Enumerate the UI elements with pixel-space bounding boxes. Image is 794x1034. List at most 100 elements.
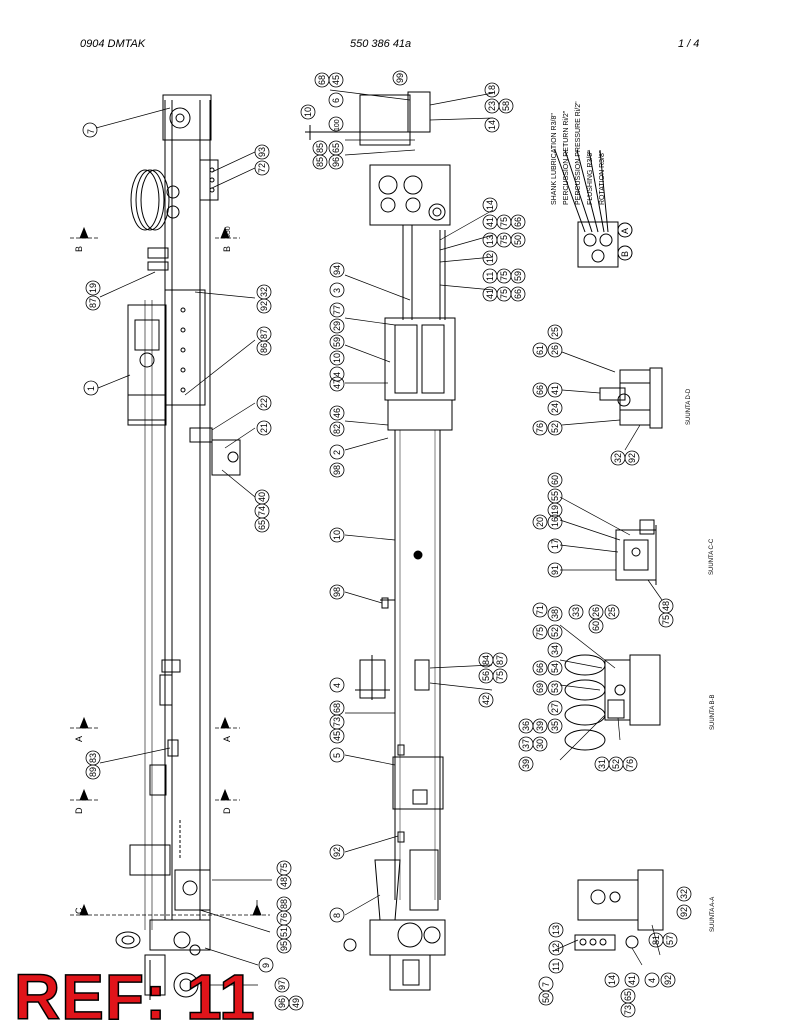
callout: 60 xyxy=(588,618,604,634)
callout: 87 xyxy=(492,652,508,668)
svg-text:47: 47 xyxy=(332,379,342,389)
svg-text:86: 86 xyxy=(259,343,269,353)
callout: 88 xyxy=(276,896,292,912)
callout: 23 xyxy=(484,98,500,114)
svg-text:94: 94 xyxy=(332,265,342,275)
callout: 59 xyxy=(329,334,345,350)
port-block-view xyxy=(554,149,633,268)
callout: 72 xyxy=(254,160,270,176)
section-letter-c-left: C xyxy=(74,907,84,914)
callout: 45 xyxy=(328,72,344,88)
svg-text:97: 97 xyxy=(277,980,287,990)
section-title-bb: SUUNTA B-B xyxy=(710,694,716,730)
callout: 41 xyxy=(482,286,498,302)
callout: 96 xyxy=(328,154,344,170)
svg-text:54: 54 xyxy=(550,663,560,673)
callout: 83 xyxy=(85,750,101,766)
section-letter-b-left: B xyxy=(74,246,84,252)
callout: 82 xyxy=(329,421,345,437)
callout: 97 xyxy=(274,977,290,993)
svg-text:14: 14 xyxy=(485,200,495,210)
callout: 1 xyxy=(83,380,99,396)
callout: 39 xyxy=(518,756,534,772)
svg-text:98: 98 xyxy=(332,587,342,597)
callout: 53 xyxy=(547,680,563,696)
svg-text:55: 55 xyxy=(550,491,560,501)
leader-lines xyxy=(95,89,663,986)
svg-text:7: 7 xyxy=(541,982,551,987)
callout: 74 xyxy=(254,503,270,519)
callout: 55 xyxy=(547,488,563,504)
svg-text:68: 68 xyxy=(332,703,342,713)
callout: 27 xyxy=(547,700,563,716)
callout: 92 xyxy=(256,298,272,314)
port-letter-a: A xyxy=(620,228,630,234)
svg-text:89: 89 xyxy=(88,767,98,777)
callout: 50 xyxy=(510,232,526,248)
port-label-percussion-return: PERCUSSION RETURN Ri/2" xyxy=(563,110,570,205)
svg-text:68: 68 xyxy=(317,75,327,85)
callout: 8 xyxy=(329,907,345,923)
section-titles: SUUNTA D-D SUUNTA C-C SUUNTA B-B SUUNTA … xyxy=(686,388,716,932)
svg-text:4: 4 xyxy=(647,978,657,983)
section-markers-left xyxy=(70,226,270,916)
svg-text:46: 46 xyxy=(332,408,342,418)
svg-text:59: 59 xyxy=(332,337,342,347)
svg-text:26: 26 xyxy=(550,345,560,355)
callout: 35 xyxy=(547,718,563,734)
callout: 71 xyxy=(532,602,548,618)
callout: 76 xyxy=(532,420,548,436)
callout: 98 xyxy=(329,584,345,600)
callout: 30 xyxy=(532,736,548,752)
callout: 92 xyxy=(660,972,676,988)
svg-text:95: 95 xyxy=(279,941,289,951)
callout: 18 xyxy=(484,82,500,98)
callout: 42 xyxy=(478,692,494,708)
callout: 75 xyxy=(496,214,512,230)
svg-text:88: 88 xyxy=(279,899,289,909)
svg-text:23: 23 xyxy=(487,101,497,111)
callout: 12 xyxy=(548,940,564,956)
left-boom-view xyxy=(115,94,241,1000)
callout: 66 xyxy=(510,286,526,302)
callout: 92 xyxy=(676,904,692,920)
callout: 31 xyxy=(594,756,610,772)
callout: 50 xyxy=(538,990,554,1006)
svg-text:53: 53 xyxy=(550,683,560,693)
svg-text:41: 41 xyxy=(550,385,560,395)
svg-text:36: 36 xyxy=(521,721,531,731)
svg-text:85: 85 xyxy=(315,157,325,167)
section-cc-view xyxy=(615,519,657,585)
callout: 73 xyxy=(329,714,345,730)
callout: 66 xyxy=(510,214,526,230)
callout: 34 xyxy=(547,642,563,658)
svg-text:65: 65 xyxy=(331,143,341,153)
svg-text:16: 16 xyxy=(550,517,560,527)
svg-text:66: 66 xyxy=(535,663,545,673)
callout: 84 xyxy=(478,652,494,668)
callout: 48 xyxy=(658,598,674,614)
svg-text:75: 75 xyxy=(499,271,509,281)
callouts-middle: 68 45 99 10 6 100 18 23 58 14 85 85 65 9… xyxy=(300,70,526,923)
svg-text:50: 50 xyxy=(513,235,523,245)
callout: 61 xyxy=(532,342,548,358)
svg-text:99: 99 xyxy=(395,73,405,83)
callout: 75 xyxy=(496,286,512,302)
callout: 69 xyxy=(532,680,548,696)
callout: 4 xyxy=(329,366,345,382)
svg-text:45: 45 xyxy=(331,75,341,85)
section-letter-b-right: B xyxy=(222,246,232,252)
callout: 32 xyxy=(610,450,626,466)
svg-text:3: 3 xyxy=(332,288,342,293)
callout: 92 xyxy=(624,450,640,466)
svg-text:75: 75 xyxy=(535,627,545,637)
svg-text:72: 72 xyxy=(257,163,267,173)
svg-text:39: 39 xyxy=(535,721,545,731)
callout: 32 xyxy=(676,886,692,902)
svg-text:9: 9 xyxy=(261,963,271,968)
callout: 37 xyxy=(518,736,534,752)
dimension-650: 650 xyxy=(225,226,232,238)
callout: 75 xyxy=(532,624,548,640)
callout: 68 xyxy=(314,72,330,88)
section-letter-a-right: A xyxy=(222,736,232,742)
